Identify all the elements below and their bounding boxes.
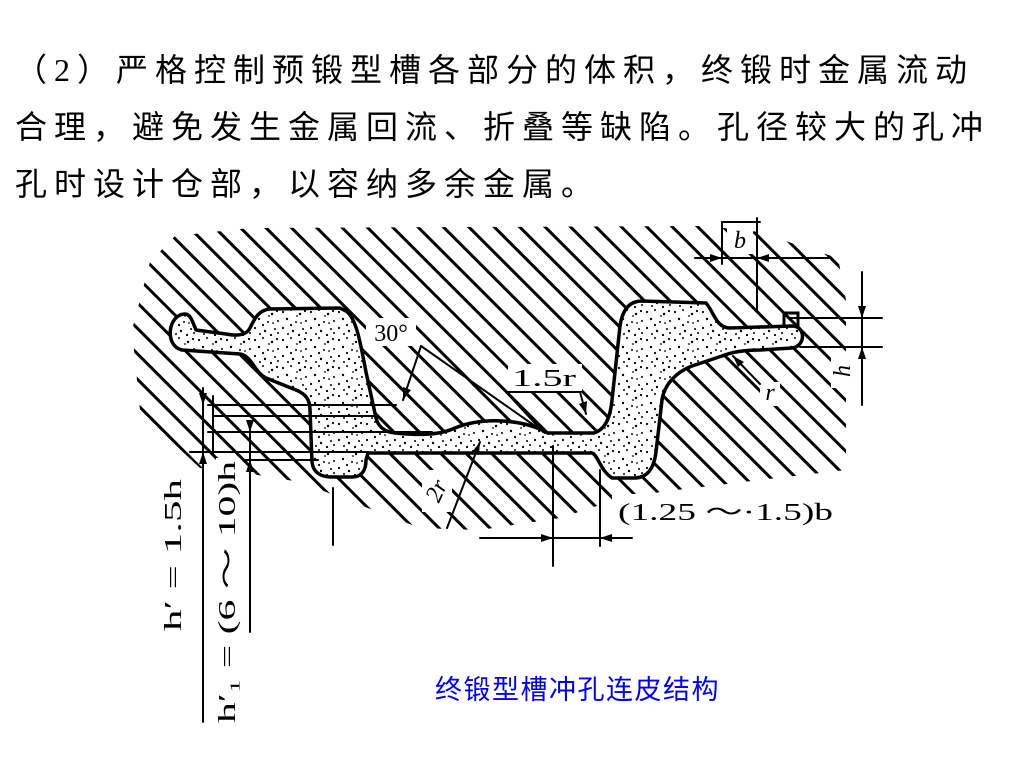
label-backdrop-r xyxy=(760,382,780,406)
label-backdrop-1-5r xyxy=(508,364,582,391)
label-30-degrees: 30° xyxy=(374,321,408,347)
figure-caption: 终锻型槽冲孔连皮结构 xyxy=(435,675,720,705)
label-backdrop-h-prime-1 xyxy=(216,458,240,726)
dimension-lines xyxy=(189,217,883,723)
arrowhead xyxy=(733,356,744,367)
label-b: b xyxy=(734,228,746,254)
label-backdrop-width-range xyxy=(612,494,842,527)
arrowhead xyxy=(579,401,587,414)
label-width-range: (1.25 ～·1.5)b xyxy=(618,500,833,526)
label-h: h xyxy=(830,365,856,377)
label-backdrop-b xyxy=(727,226,753,254)
label-r: r xyxy=(765,380,775,406)
paragraph-line: 合理，避免发生金属回流、折叠等缺陷。孔径较大的孔冲 xyxy=(15,109,991,145)
dimension-labels: b 30° 1.5r r h 2r (1.25 ～·1.5)b h′ = 1.5… xyxy=(161,228,856,723)
label-1-5r: 1.5r xyxy=(512,366,576,392)
label-h-prime: h′ = 1.5h xyxy=(161,479,187,631)
flash-land-step xyxy=(782,311,800,326)
arrowhead xyxy=(246,460,254,472)
label-backdrop-30deg xyxy=(366,318,416,346)
arrowhead xyxy=(403,387,411,400)
label-backdrops xyxy=(216,226,855,726)
arrowhead xyxy=(199,393,207,405)
dimension-arrows xyxy=(199,254,866,542)
arrowhead xyxy=(710,254,722,262)
paragraph-line: 孔时设计仓部，以容纳多余金属。 xyxy=(15,166,601,202)
arrowhead xyxy=(541,534,553,542)
label-backdrop-2r xyxy=(422,470,452,512)
arrowhead xyxy=(472,442,480,455)
body-paragraph: （2）严格控制预锻型槽各部分的体积，终锻时金属流动 合理，避免发生金属回流、折叠… xyxy=(15,42,1015,213)
2r-leader xyxy=(446,441,481,529)
arrowhead xyxy=(858,306,866,318)
angle-leader-b xyxy=(420,345,546,434)
paragraph-line: （2）严格控制预锻型槽各部分的体积，终锻时金属流动 xyxy=(15,52,975,88)
arrowhead xyxy=(246,420,254,432)
arrowhead xyxy=(199,452,207,464)
1-5r-leader-a xyxy=(505,391,544,433)
label-h-prime-1: h′₁ = (6 ～ 10)h xyxy=(215,461,241,723)
arrowhead xyxy=(858,347,866,359)
forging-cross-section xyxy=(168,299,805,480)
arrowhead xyxy=(757,254,769,262)
label-backdrop-h xyxy=(831,356,855,388)
arrowhead xyxy=(600,534,612,542)
